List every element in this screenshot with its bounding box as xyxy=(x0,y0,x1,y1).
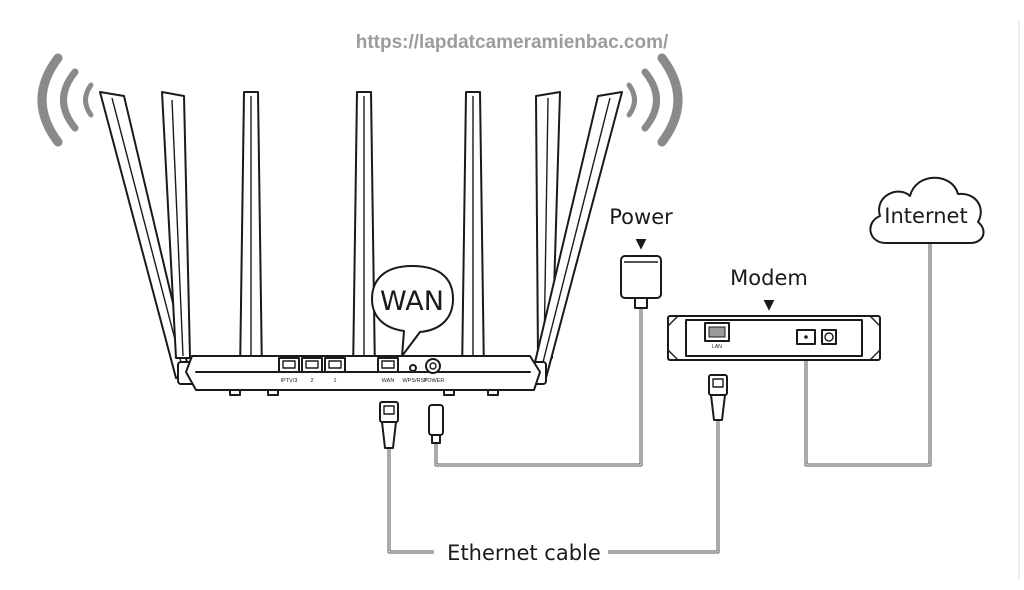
power-label: Power xyxy=(609,205,673,229)
cloud-icon xyxy=(869,176,985,244)
port-label-wan: WAN xyxy=(382,378,395,384)
router-power-jack xyxy=(425,358,441,374)
modem-line-port xyxy=(796,329,816,345)
port-label-lan2: 2 xyxy=(310,378,313,384)
wifi-signal-icon xyxy=(626,53,683,147)
modem-arrow: ▼ xyxy=(764,297,775,313)
ethernet-plug-icon xyxy=(708,374,728,421)
ethernet-cable-label: Ethernet cable xyxy=(447,541,601,565)
ethernet-plug-icon xyxy=(379,401,399,449)
power-plug-icon xyxy=(428,404,444,444)
power-arrow: ▼ xyxy=(636,236,647,252)
router-lan-port-iptv xyxy=(278,357,300,373)
internet-label: Internet xyxy=(884,204,967,228)
port-label-power: POWER xyxy=(424,378,445,384)
wifi-signal-icon xyxy=(37,53,94,147)
router: IPTV/3 2 1 WAN WPS/RST POWER xyxy=(99,91,623,396)
modem-power-jack xyxy=(821,329,837,345)
wan-callout: WAN xyxy=(371,265,454,357)
modem-label: Modem xyxy=(730,266,808,290)
watermark-url: https://lapdatcameramienbac.com/ xyxy=(356,32,669,53)
router-lan-port-2 xyxy=(301,357,323,373)
port-label-wps: WPS/RST xyxy=(402,378,428,384)
port-label-iptv: IPTV/3 xyxy=(281,378,298,384)
power-adapter-icon xyxy=(620,255,662,309)
router-lan-port-1 xyxy=(324,357,346,373)
wan-callout-label: WAN xyxy=(380,286,444,317)
port-label-lan1: 1 xyxy=(333,378,336,384)
modem: LAN xyxy=(667,315,881,361)
modem-lan-port xyxy=(704,322,730,342)
modem-lan-label: LAN xyxy=(712,344,722,350)
wps-button xyxy=(409,364,417,372)
router-wan-port xyxy=(377,357,399,373)
